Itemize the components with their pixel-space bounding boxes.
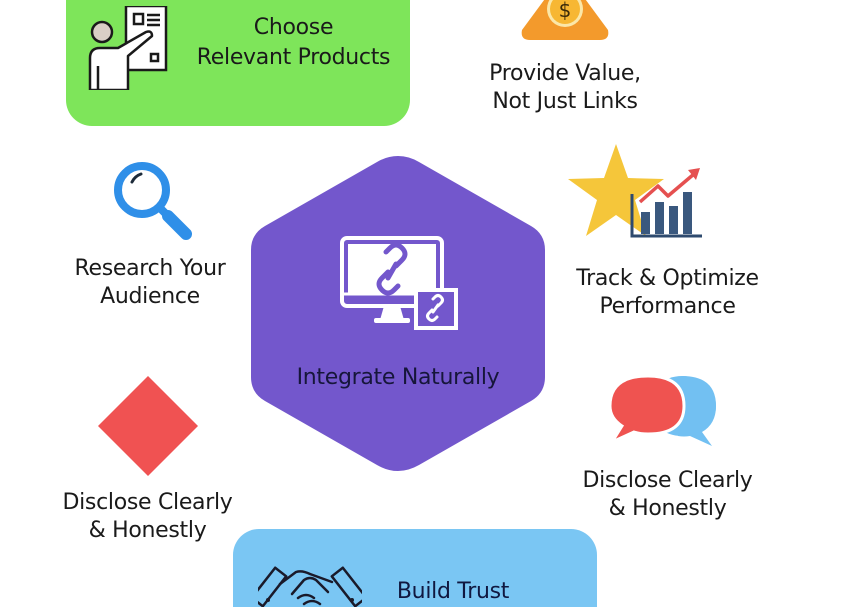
center-hexagon: Integrate Naturally	[249, 152, 547, 475]
dollar-glyph: $	[559, 0, 572, 22]
disclose-right-line2: & Honestly	[608, 496, 727, 521]
red-diamond-icon	[98, 376, 198, 476]
research-label: Research Your Audience	[50, 255, 250, 311]
value-label-line2: Not Just Links	[492, 89, 638, 114]
disclose-right-line1: Disclose Clearly	[582, 468, 753, 493]
trust-label: Build Trust	[396, 579, 510, 604]
disclose-left-line1: Disclose Clearly	[62, 490, 233, 515]
track-label-line1: Track & Optimize	[576, 266, 759, 291]
card-build-trust: Build Trust	[233, 529, 597, 607]
track-label: Track & Optimize Performance	[560, 265, 775, 321]
monitor-with-link-icon	[340, 236, 458, 330]
disclose-left-label: Disclose Clearly & Honestly	[45, 489, 250, 545]
research-label-line2: Audience	[100, 284, 200, 309]
choose-label: Choose Relevant Products	[186, 13, 401, 73]
disclose-left-line2: & Honestly	[88, 518, 207, 543]
value-label: Provide Value, Not Just Links	[470, 60, 660, 116]
card-choose-relevant-products: Choose Relevant Products	[66, 0, 410, 126]
speech-bubbles-icon	[608, 374, 716, 446]
choose-label-line1: Choose	[253, 15, 334, 40]
presenter-whiteboard-icon	[88, 6, 168, 90]
value-label-line1: Provide Value,	[489, 61, 641, 86]
research-label-line1: Research Your	[74, 256, 226, 281]
center-label: Integrate Naturally	[296, 365, 500, 390]
handshake-icon	[258, 566, 362, 607]
choose-label-line2: Relevant Products	[196, 45, 391, 70]
track-label-line2: Performance	[599, 294, 736, 319]
money-bag-icon: $	[521, 0, 609, 40]
disclose-right-label: Disclose Clearly & Honestly	[565, 467, 770, 523]
magnifier-icon	[114, 162, 192, 240]
star-growth-chart-icon	[568, 144, 702, 238]
